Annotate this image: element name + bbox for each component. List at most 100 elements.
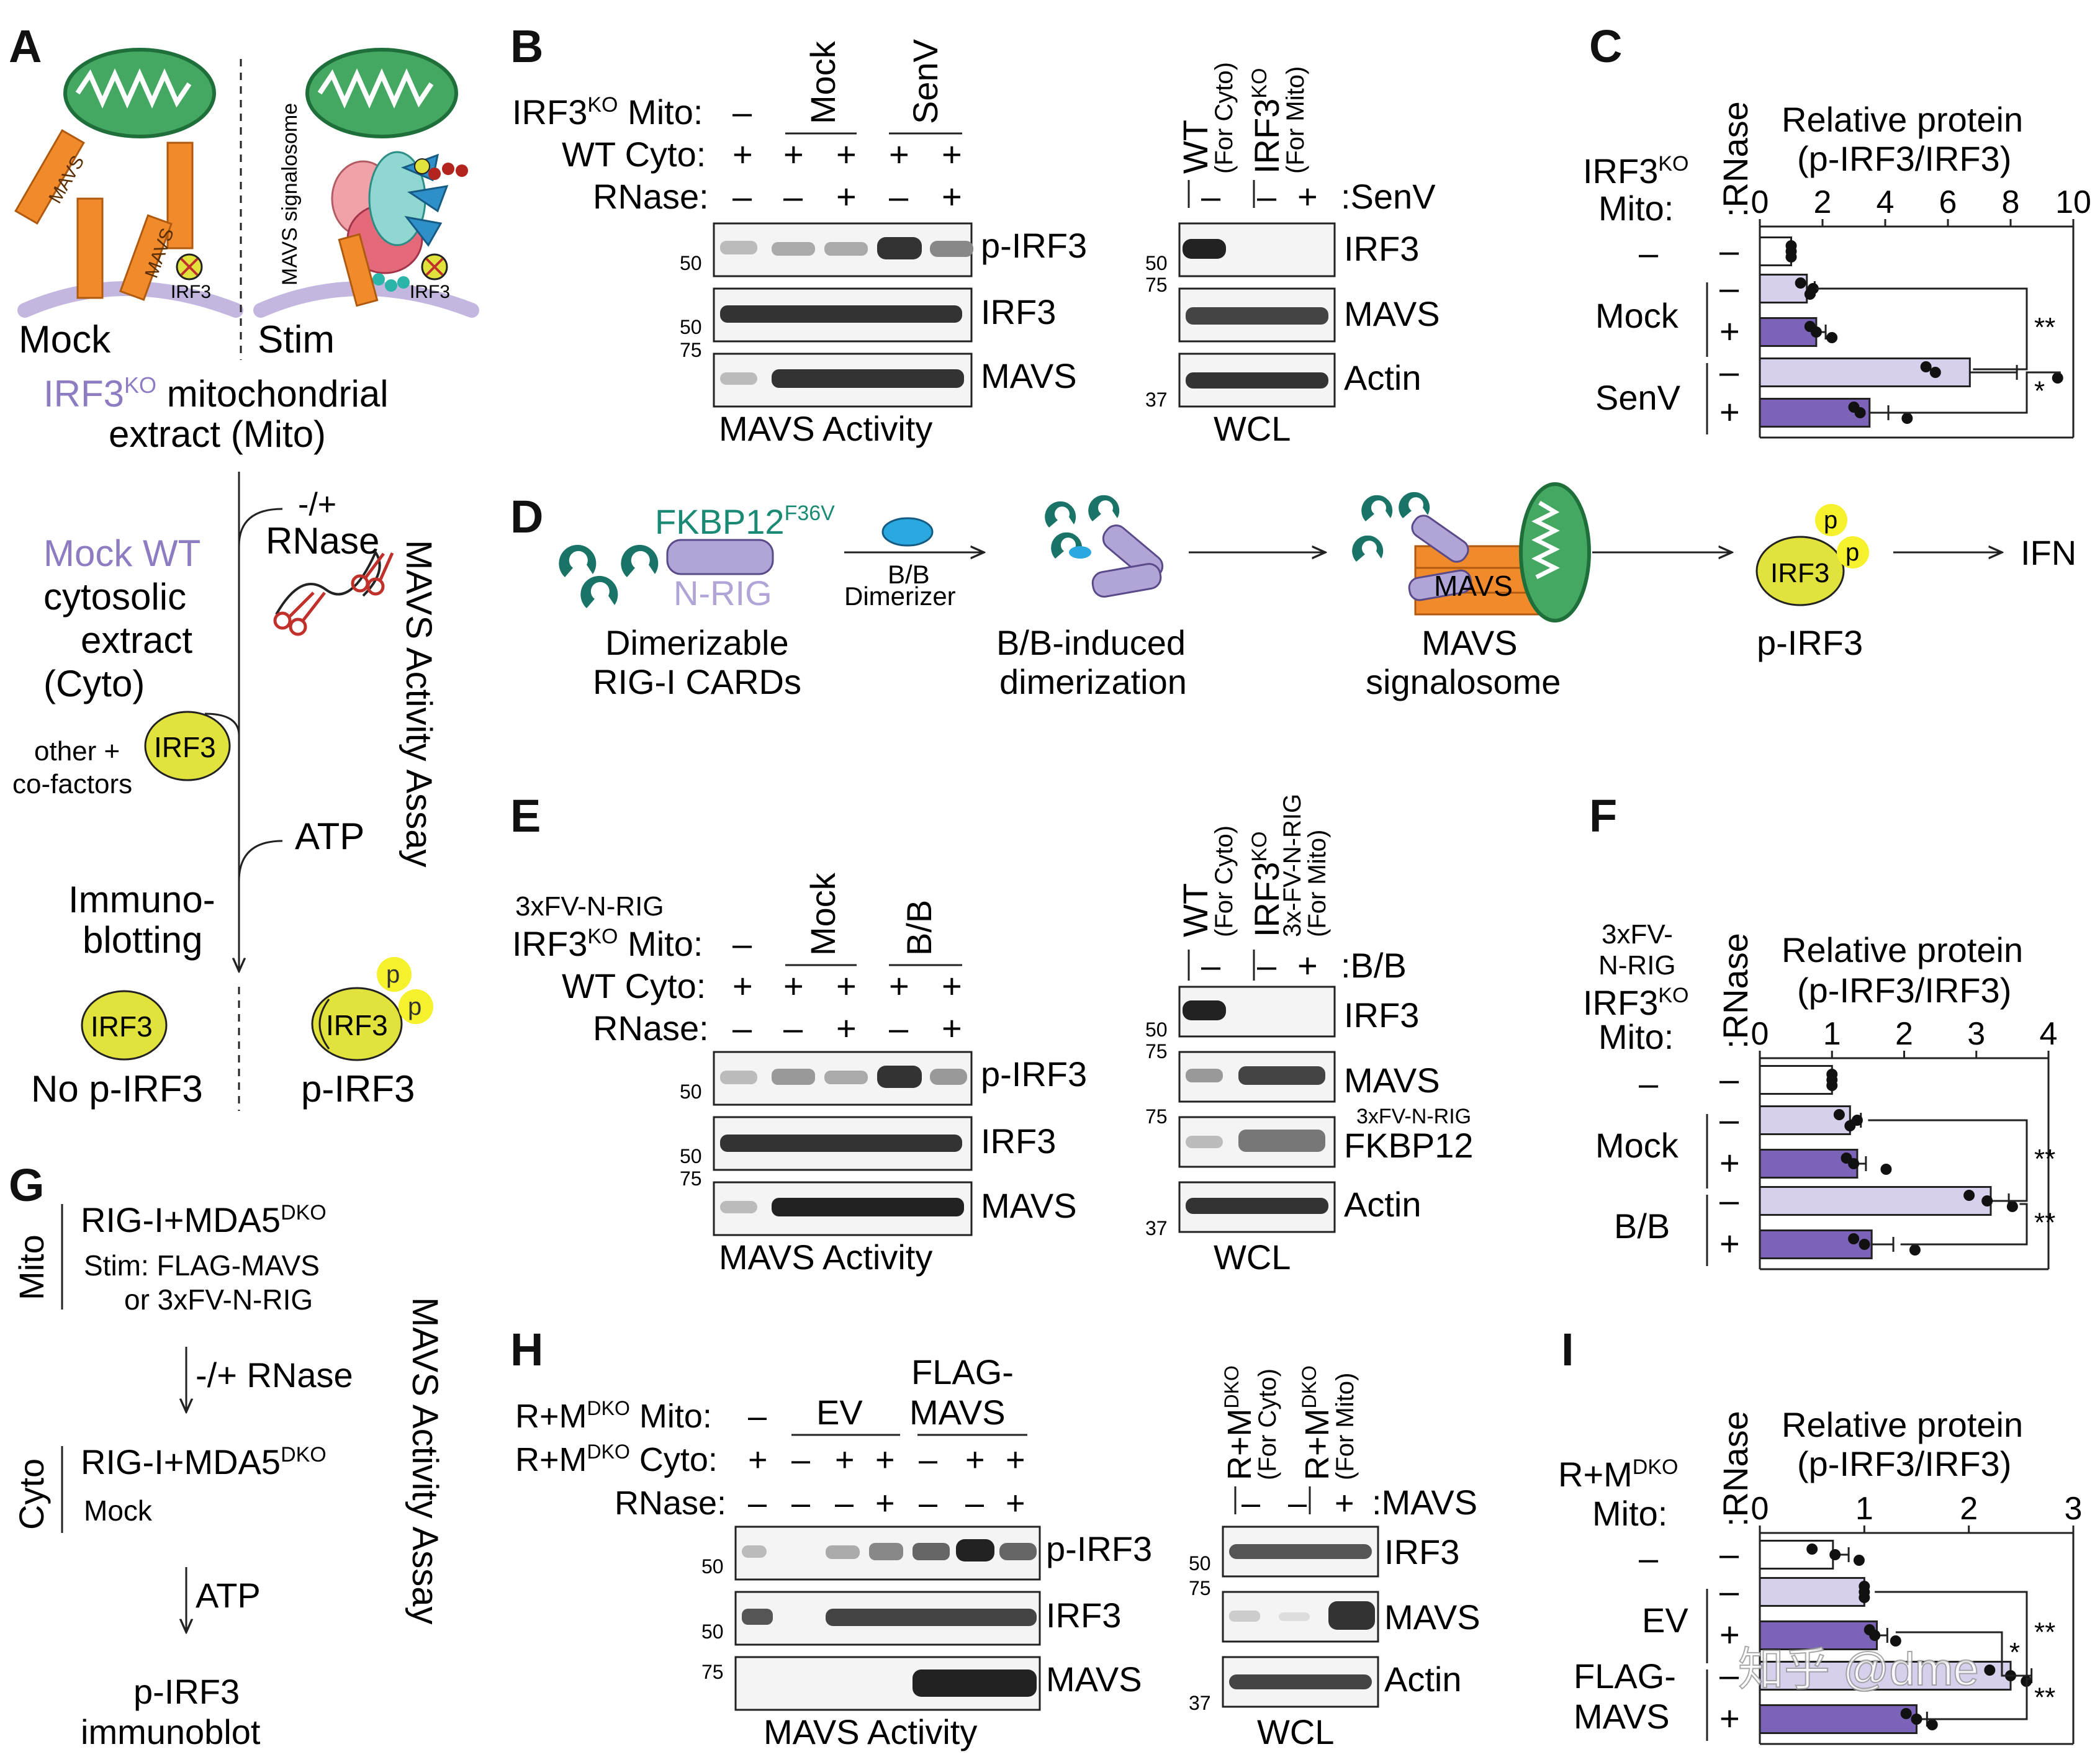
panel-e: 3xFV-N-RIG IRF3KO Mito: – WT Cyto: RNase… <box>512 794 1474 1277</box>
x-tick-label: 2 <box>1814 184 1832 220</box>
svg-text:–: – <box>835 1485 854 1522</box>
cyto-line3: extract <box>81 619 192 661</box>
cyto-line1: Mock WT <box>43 532 201 574</box>
svg-text:(For Cyto): (For Cyto) <box>1210 825 1238 937</box>
immuno-line2: blotting <box>83 919 202 961</box>
svg-text:B/B: B/B <box>899 900 939 956</box>
data-point <box>1901 413 1913 424</box>
rnase-sign: – <box>1719 268 1739 307</box>
svg-text:75: 75 <box>1145 1105 1168 1128</box>
signalosome-label: MAVS signalosome <box>278 103 302 285</box>
svg-text:Mito:: Mito: <box>1598 189 1674 228</box>
dimerized-icon <box>1045 495 1164 598</box>
svg-text:–: – <box>1201 177 1221 216</box>
svg-text:50: 50 <box>1145 252 1168 274</box>
svg-text:+: + <box>1335 1485 1354 1522</box>
mito-extract-line2: extract (Mito) <box>109 413 326 455</box>
rnase-sign: – <box>1719 1571 1739 1611</box>
svg-text:50: 50 <box>701 1555 724 1578</box>
mavs-bar-2 <box>166 142 194 249</box>
irf3-oval-label: IRF3 <box>154 731 216 763</box>
svg-text:37: 37 <box>1145 389 1168 411</box>
irf3-small-left-label: IRF3 <box>171 282 211 302</box>
panel-c: Relative protein (p-IRF3/IRF3) :RNase IR… <box>1583 100 2091 439</box>
svg-text:(For Mito): (For Mito) <box>1282 66 1309 174</box>
b-group-senv: SenV <box>906 38 945 124</box>
svg-text:3x-FV-N-RIG: 3x-FV-N-RIG <box>1279 794 1306 937</box>
b-label-irf3: IRF3 <box>981 292 1056 331</box>
svg-text:50: 50 <box>680 1081 702 1103</box>
data-point <box>1795 277 1806 289</box>
significance-label: ** <box>2034 312 2055 343</box>
svg-text:3xFV-N-RIG: 3xFV-N-RIG <box>1356 1105 1471 1128</box>
svg-text:p-IRF3: p-IRF3 <box>1757 623 1863 662</box>
watermark-text: 知乎 @dme <box>1738 1643 1979 1695</box>
svg-text:MAVS: MAVS <box>981 1186 1077 1225</box>
svg-text:Relative protein: Relative protein <box>1782 1405 2023 1444</box>
svg-text:IRF3KO Mito:: IRF3KO Mito: <box>512 924 703 963</box>
no-pirf3-label: No p-IRF3 <box>31 1068 203 1110</box>
mavs-bar-1 <box>14 128 85 225</box>
rnase-sign: + <box>1719 392 1740 431</box>
svg-text:B/B: B/B <box>888 560 930 589</box>
svg-text:+: + <box>1006 1441 1025 1478</box>
svg-text:Actin: Actin <box>1344 1185 1422 1224</box>
svg-text:+: + <box>732 135 753 174</box>
data-point <box>1869 1630 1881 1641</box>
svg-text:Mock: Mock <box>803 872 842 956</box>
b-wcl-caption: WCL <box>1214 409 1291 448</box>
irf3-result-left-icon <box>81 990 168 1061</box>
assay-vertical-a: MAVS Activity Assay <box>399 540 439 868</box>
b-wcl-irf3ko: IRF3KO <box>1247 68 1286 174</box>
svg-text:–: – <box>791 1441 810 1478</box>
rnase-sign: + <box>1719 312 1740 351</box>
svg-text:Mock: Mock <box>1595 1126 1679 1165</box>
nrig-label: N-RIG <box>674 573 772 613</box>
data-point <box>1880 1164 1892 1175</box>
irf3-result-right: IRF3 <box>326 1009 388 1041</box>
panel-label-d: D <box>510 491 543 542</box>
panel-i: Relative protein (p-IRF3/IRF3) :RNase R+… <box>1558 1405 2082 1745</box>
significance-label: ** <box>2034 1144 2055 1174</box>
svg-text:RIG-I+MDA5DKO: RIG-I+MDA5DKO <box>81 1200 327 1239</box>
b-row-mito: IRF3KO Mito: <box>512 92 703 132</box>
svg-text:–: – <box>783 1009 803 1048</box>
panel-h: R+MDKO Mito: – R+MDKO Cyto: RNase: +–++–… <box>515 1352 1480 1751</box>
svg-text:50: 50 <box>680 252 702 274</box>
svg-text:Mito:: Mito: <box>1598 1017 1674 1056</box>
panel-label-f: F <box>1589 790 1617 842</box>
svg-text:+: + <box>836 1009 857 1048</box>
x-tick-label: 2 <box>1895 1016 1913 1052</box>
svg-text:R+MDKO Mito:: R+MDKO Mito: <box>515 1397 712 1435</box>
svg-text:75: 75 <box>1145 274 1168 296</box>
svg-text:–: – <box>732 924 752 963</box>
svg-text:N-RIG: N-RIG <box>1598 950 1676 981</box>
svg-text:75: 75 <box>680 339 702 361</box>
svg-text:+: + <box>1006 1485 1025 1522</box>
svg-text::MAVS: :MAVS <box>1372 1483 1477 1522</box>
svg-text:p-IRF3: p-IRF3 <box>1046 1529 1152 1568</box>
ifn-label: IFN <box>2021 533 2076 572</box>
scissors-icon <box>273 549 394 636</box>
svg-text:–: – <box>1257 946 1277 985</box>
svg-text:MAVS: MAVS <box>1434 570 1513 602</box>
svg-text:MAVS: MAVS <box>909 1393 1006 1432</box>
svg-text:–: – <box>1288 1485 1307 1522</box>
svg-text:50: 50 <box>1189 1552 1211 1575</box>
panel-g: Mito RIG-I+MDA5DKO Stim: FLAG-MAVS or 3x… <box>12 1200 445 1751</box>
data-point <box>1926 1719 1938 1730</box>
svg-text:+: + <box>889 135 909 174</box>
svg-text:–: – <box>732 1009 752 1048</box>
svg-text:–: – <box>889 177 909 216</box>
svg-text:or 3xFV-N-RIG: or 3xFV-N-RIG <box>124 1283 313 1316</box>
svg-text:(p-IRF3/IRF3): (p-IRF3/IRF3) <box>1797 1444 2011 1483</box>
b-blot-mavs <box>713 353 973 408</box>
data-point <box>1854 407 1866 418</box>
rnase-pm: -/+ <box>298 487 336 523</box>
significance-bracket <box>1927 1678 2032 1720</box>
svg-text:IRF3: IRF3 <box>1770 558 1829 588</box>
g-mito: Mito <box>12 1234 51 1300</box>
immuno-line1: Immuno- <box>68 879 215 920</box>
panel-label-e: E <box>510 790 541 842</box>
